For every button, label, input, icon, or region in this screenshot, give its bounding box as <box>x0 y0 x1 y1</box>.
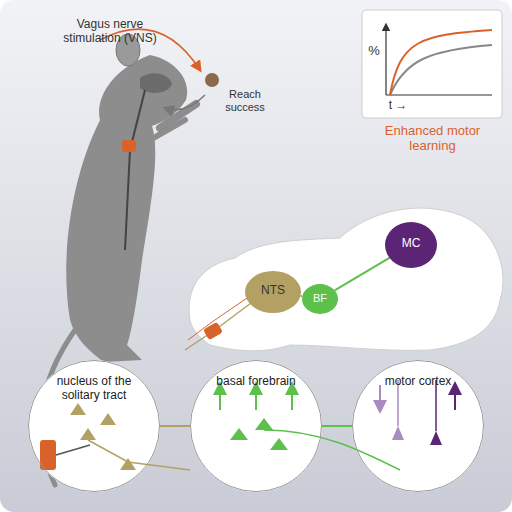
node-text: nucleus of the solitary tract <box>38 375 150 403</box>
text-label: Enhanced motor learning <box>365 124 500 154</box>
text-label: Reach success <box>215 88 275 113</box>
node-text: NTS <box>255 284 291 298</box>
cortex-ellipse: MC <box>385 222 437 268</box>
node-text: MC <box>395 237 427 251</box>
connector <box>160 425 190 427</box>
nucleus-ellipse: NTS <box>245 271 301 313</box>
text-label: Vagus nerve stimulation (VNS) <box>50 18 170 46</box>
connector <box>322 425 352 427</box>
detail-circle: motor cortex <box>352 360 484 492</box>
text-label: % <box>366 44 382 59</box>
node-text: BF <box>312 292 328 305</box>
forebrain-ellipse: BF <box>302 284 338 314</box>
node-text: basal forebrain <box>200 375 312 389</box>
detail-circle: basal forebrain <box>190 360 322 492</box>
node-text: motor cortex <box>362 375 474 389</box>
detail-circle: nucleus of the solitary tract <box>28 360 160 492</box>
text-label: t → <box>378 99 418 113</box>
connector <box>335 258 390 290</box>
